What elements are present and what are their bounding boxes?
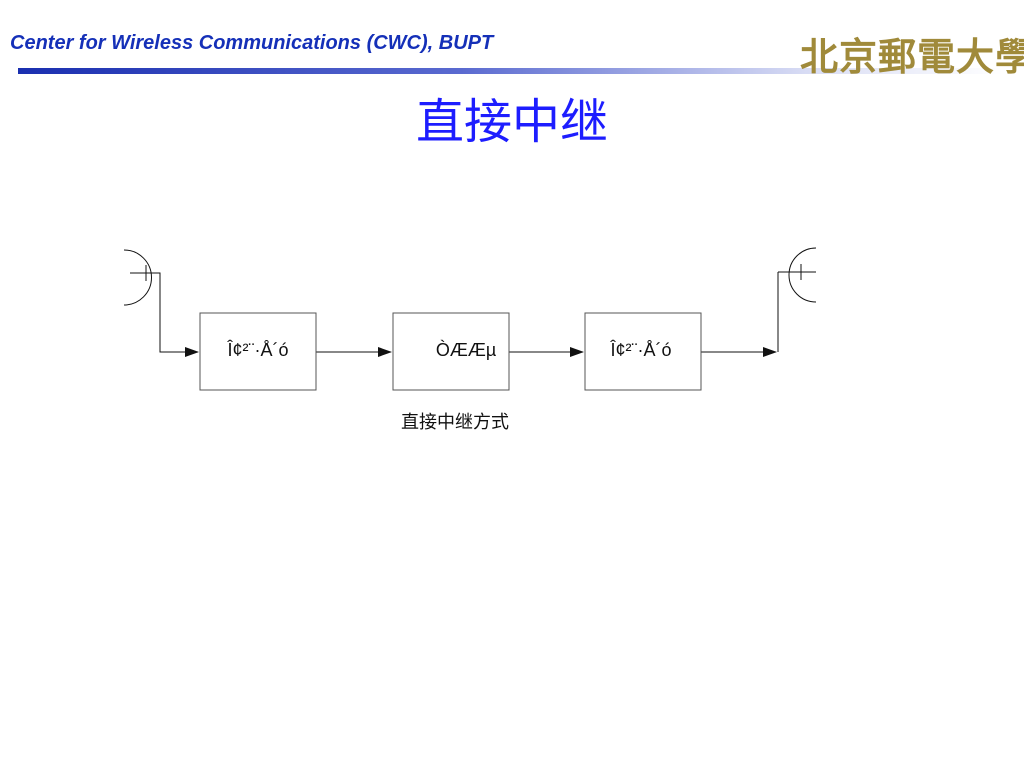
- block-frequency-shifter: [392, 312, 510, 391]
- block-label-frequency-shifter: ÒÆÆµ: [435, 340, 497, 360]
- slide-title: 直接中继: [415, 94, 608, 150]
- block-label-amplifier-1: Î¢²¨·Å´ó: [227, 340, 289, 360]
- header-divider: [18, 68, 1003, 74]
- header-title: Center for Wireless Communications (CWC)…: [10, 32, 494, 54]
- diagram-caption: 直接中继方式: [401, 412, 509, 433]
- connector-antenna-to-amp1: [148, 272, 199, 357]
- block-label-amplifier-2: Î¢²¨·Å´ó: [610, 340, 672, 360]
- block-amplifier-1: [199, 312, 317, 391]
- antenna-icon-right: [788, 247, 817, 303]
- antenna-icon-left: [123, 249, 152, 306]
- university-logo: 北京郵電大學: [800, 34, 1024, 79]
- block-amplifier-2: [584, 312, 702, 391]
